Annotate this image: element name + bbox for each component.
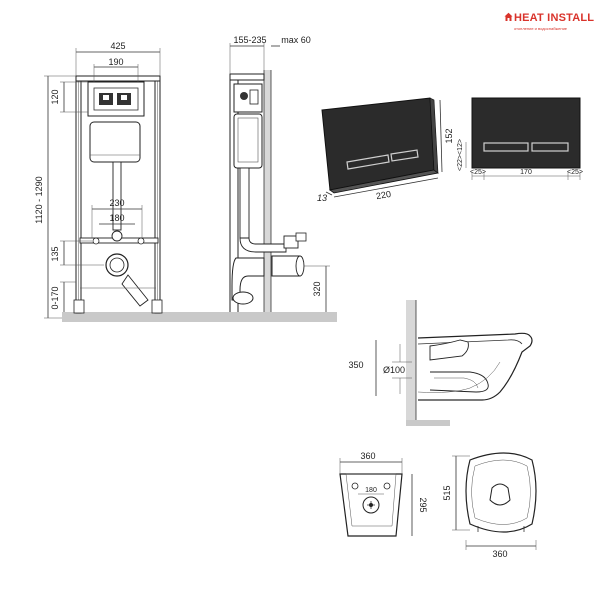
dim-front-button-width: 170	[520, 169, 532, 176]
flush-button-large	[390, 149, 419, 162]
front-button-small	[483, 142, 529, 152]
dim-total-height: 1120 - 1290	[34, 176, 44, 223]
side-view-frame: 155-235 max 60 320	[212, 35, 336, 322]
dim-depth-max: max 60	[281, 35, 311, 45]
dim-bowl-back-width: 360	[360, 451, 375, 461]
flush-plate-front-body	[471, 97, 581, 169]
dim-bowl-length: 515	[442, 485, 452, 500]
bowl-top-view: 515 360	[442, 452, 537, 559]
dim-drain-height: 135	[50, 246, 60, 261]
dim-bowl-back-height: 295	[418, 497, 428, 512]
dim-bowl-height: 350	[348, 360, 363, 370]
dim-front-height-marks: <22><12>	[457, 139, 464, 171]
front-view-frame: 425 190 120 1120 - 1290 230 180 135 0-17…	[34, 41, 337, 322]
bowl-side-view: 350 Ø100	[348, 300, 533, 426]
dim-front-right-margin: <25>	[567, 169, 583, 176]
dim-plate-width: 220	[375, 189, 392, 201]
brand-logo: HEAT INSTALL отопление и водоснабжение	[504, 10, 594, 36]
flush-plate-angled: 152 220 13	[317, 97, 454, 203]
brand-tagline: отопление и водоснабжение	[514, 26, 568, 31]
dim-front-left-margin: <25>	[470, 169, 486, 176]
dim-bolt-inner: 180	[109, 213, 124, 223]
dim-plate-height: 152	[444, 128, 454, 143]
flush-plate-front: <22><12> <25> 170 <25>	[457, 97, 583, 180]
house-icon	[504, 12, 513, 21]
dim-depth-range: 155-235	[233, 35, 266, 45]
dim-floor-range: 0-170	[50, 286, 60, 309]
cistern	[89, 121, 141, 163]
flush-button-small	[346, 154, 390, 170]
floor-line	[62, 312, 337, 322]
flush-pipe	[112, 161, 122, 231]
dim-top-height: 120	[50, 89, 60, 104]
dim-bowl-top-width: 360	[492, 549, 507, 559]
dim-bowl-back-bolt: 180	[365, 487, 377, 494]
dim-plate-depth: 13	[317, 193, 327, 203]
bowl-back-view: 360 180 295	[339, 451, 428, 537]
dim-bolt-outer: 230	[109, 198, 124, 208]
wall-section	[264, 70, 271, 320]
dim-top-plate: 190	[108, 57, 123, 67]
brand-name: HEAT INSTALL	[514, 12, 595, 24]
dim-drain-center: 320	[312, 281, 322, 296]
front-button-large	[531, 142, 569, 152]
dim-bowl-diameter: Ø100	[383, 365, 405, 375]
dim-frame-width: 425	[110, 41, 125, 51]
